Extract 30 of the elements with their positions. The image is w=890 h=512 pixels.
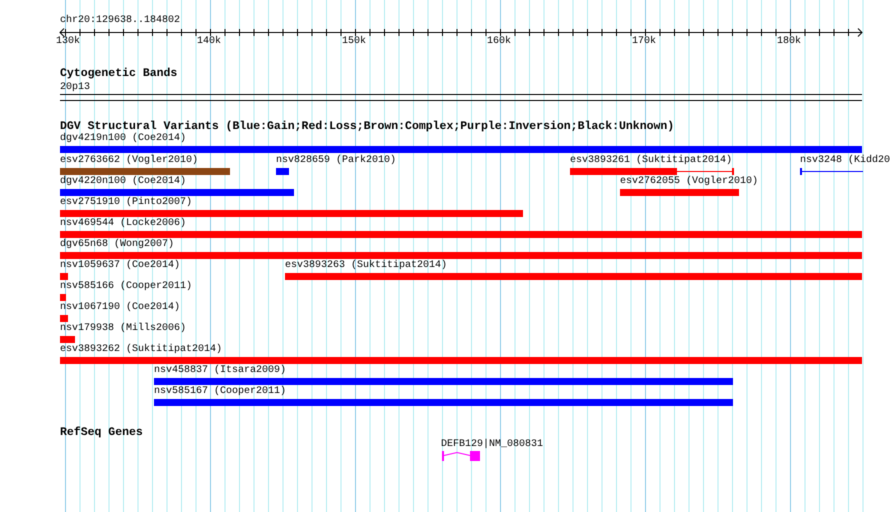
variant-label: nsv828659 (Park2010) (276, 155, 396, 166)
tick-label: 180k (777, 36, 802, 47)
variant-label: esv3893261 (Suktitipat2014) (570, 155, 732, 166)
variant-label: esv2762055 (Vogler2010) (620, 176, 758, 187)
locus-label: chr20:129638..184802 (60, 15, 180, 26)
variant-label: nsv458837 (Itsara2009) (154, 365, 286, 376)
gene-label: DEFB129|NM_080831 (441, 439, 544, 450)
track-title: Cytogenetic Bands (60, 68, 178, 80)
variant-label: nsv3248 (Kidd20 (800, 155, 890, 166)
variant-label: dgv4219n100 (Coe2014) (60, 133, 186, 144)
variant-label: nsv179938 (Mills2006) (60, 323, 186, 334)
variant-label: dgv4220n100 (Coe2014) (60, 176, 186, 187)
tick-label: 170k (632, 36, 656, 47)
variant-label: esv2751910 (Pinto2007) (60, 197, 192, 208)
track-title: RefSeq Genes (60, 427, 143, 439)
track-title: DGV Structural Variants (Blue:Gain;Red:Loss;Brown:Complex;Purple:Inversion;Black:Unknown) (60, 121, 674, 133)
tick-label: 130k (56, 36, 80, 47)
band-label: 20p13 (60, 82, 90, 93)
variant-label: nsv585166 (Cooper2011) (60, 281, 192, 292)
variant-label: nsv585167 (Cooper2011) (154, 386, 286, 397)
variant-label: esv3893263 (Suktitipat2014) (285, 260, 448, 271)
variant-label: dgv65n68 (Wong2007) (60, 239, 174, 250)
tick-label: 150k (342, 36, 366, 47)
variant-label: nsv1059637 (Coe2014) (60, 260, 180, 271)
variant-label: nsv1067190 (Coe2014) (60, 302, 180, 313)
variant-label: esv2763662 (Vogler2010) (60, 155, 198, 166)
variant-label: esv3893262 (Suktitipat2014) (60, 344, 222, 355)
variant-label: nsv469544 (Locke2006) (60, 218, 186, 229)
tick-label: 160k (487, 36, 512, 47)
tick-label: 140k (197, 36, 222, 47)
